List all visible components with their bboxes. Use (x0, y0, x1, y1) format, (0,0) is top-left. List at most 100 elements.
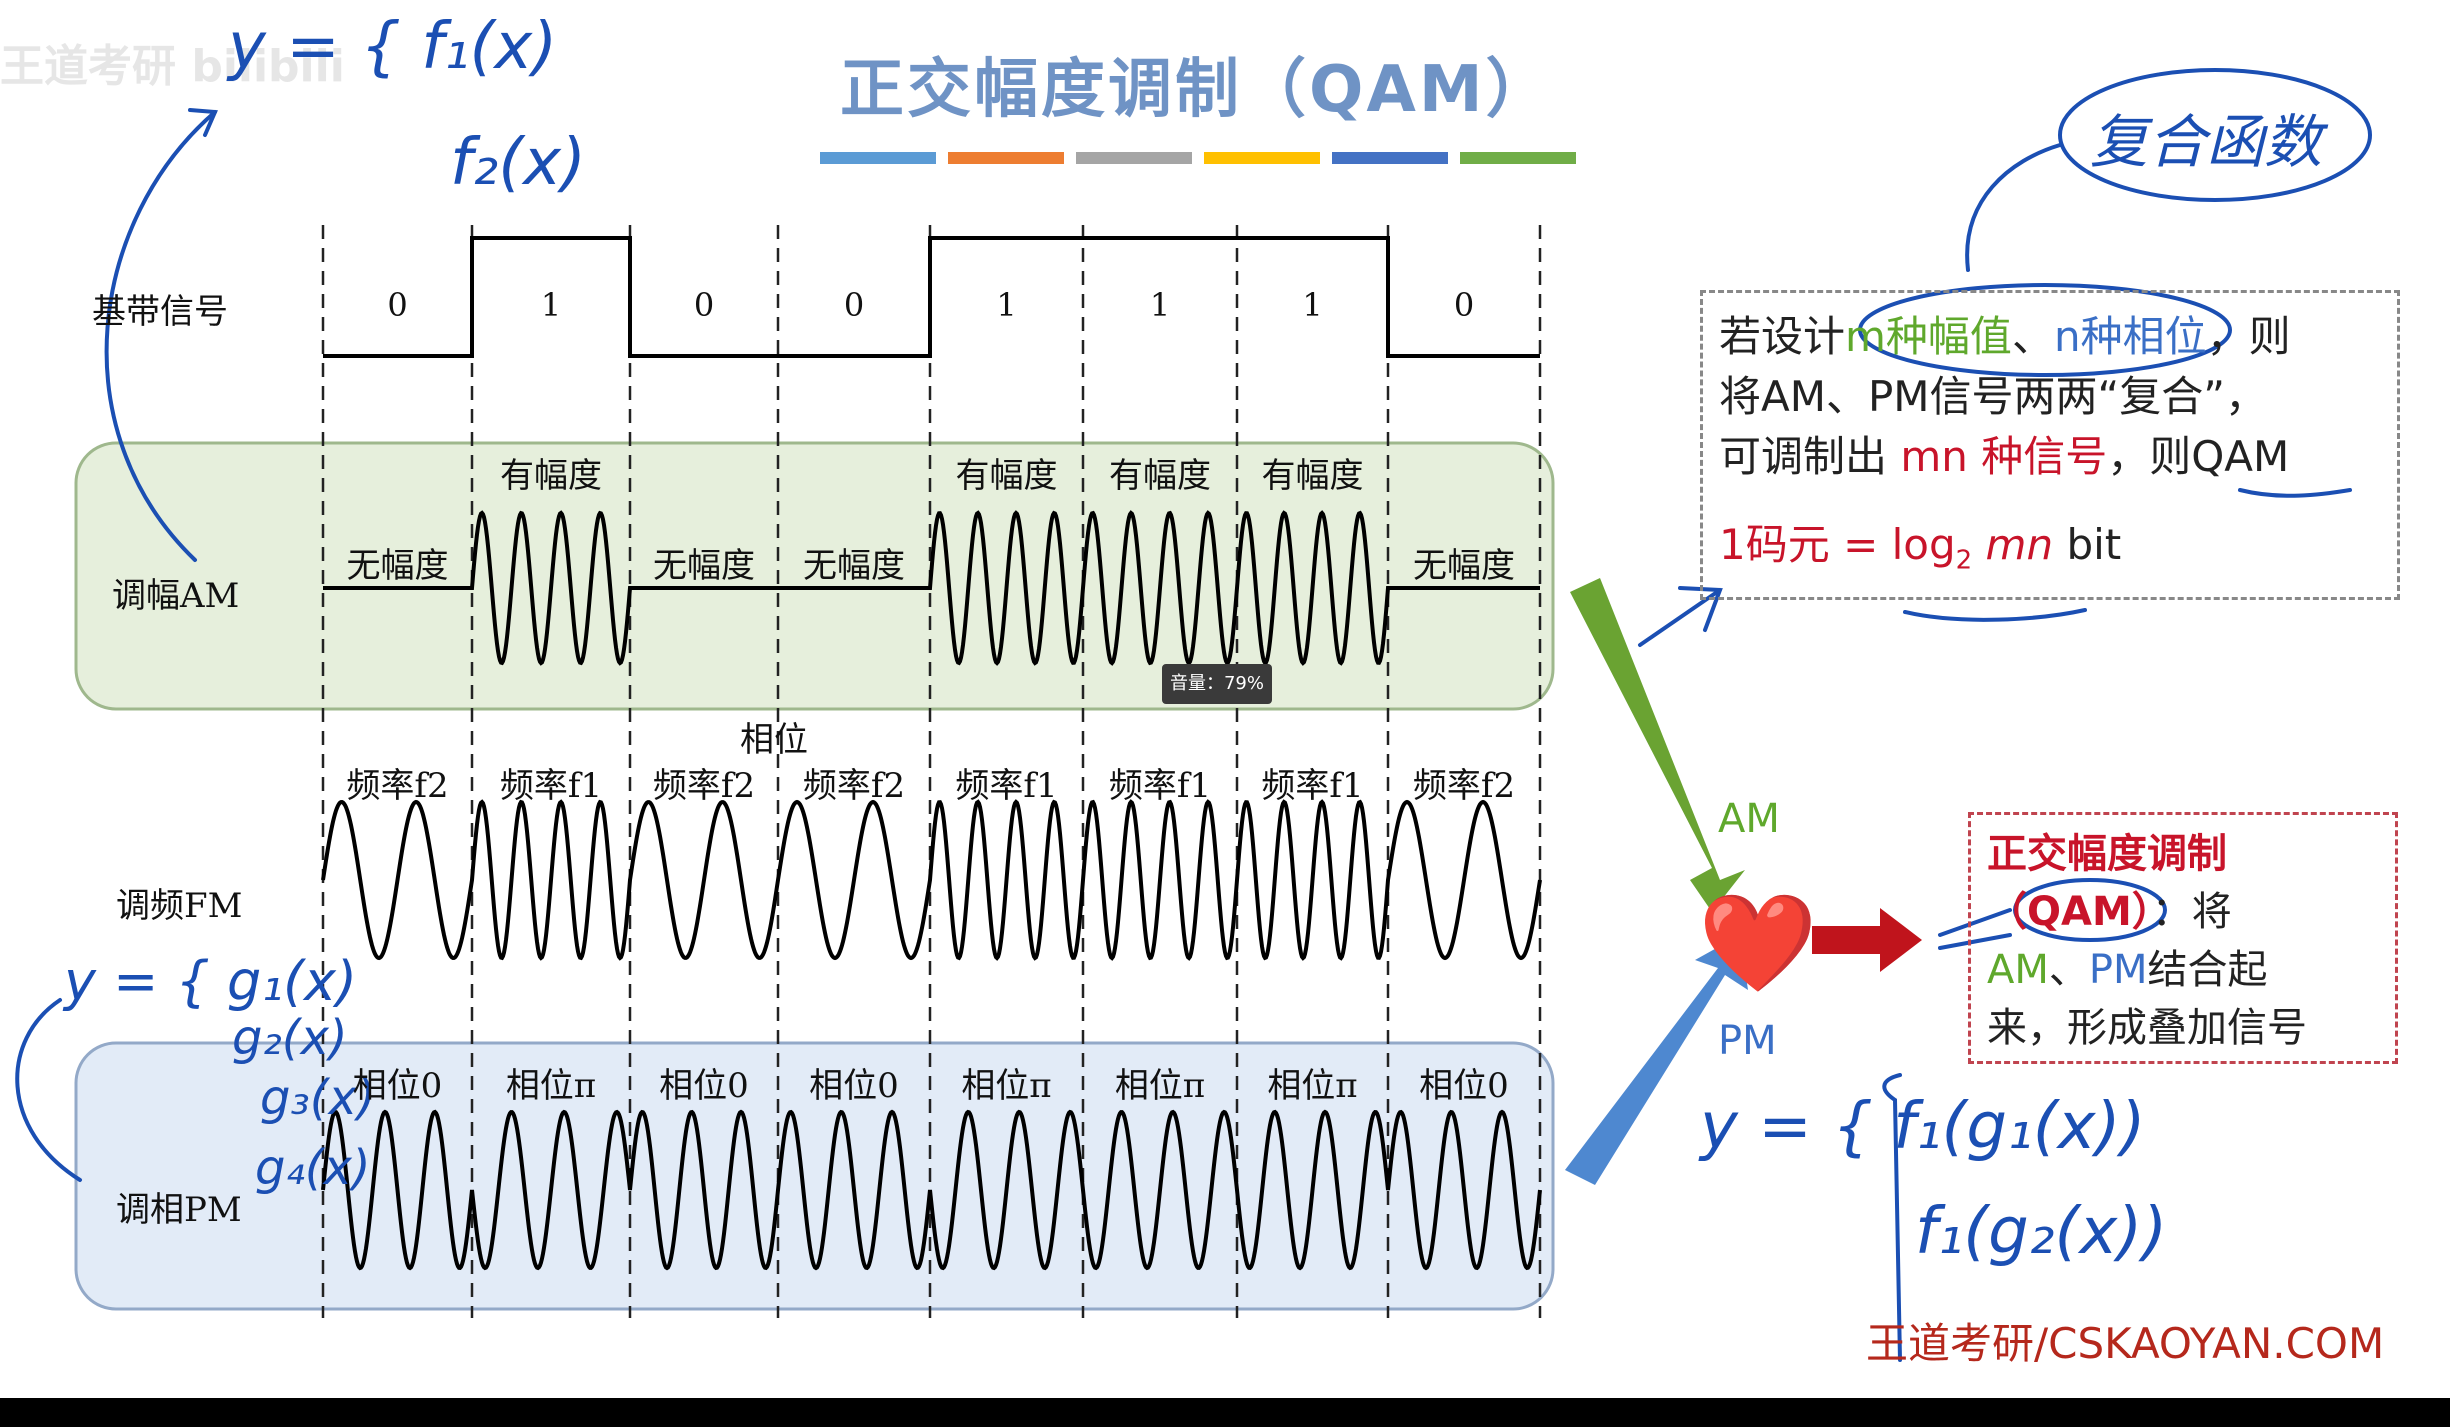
fm-label: 频率f2 (802, 766, 906, 806)
box2-line3: AM、PM结合起 (1987, 941, 2379, 999)
bit-label: 0 (843, 286, 865, 324)
title-bar-1 (820, 152, 936, 164)
qam-explanation-box: 若设计m种幅值、n种相位，则 将AM、PM信号两两“复合”， 可调制出 mn 种… (1700, 290, 2400, 600)
box2-pm: PM (2088, 947, 2148, 993)
formula-base: 2 (1955, 545, 1973, 576)
handwriting-y2b: g₂(x) (232, 1010, 348, 1066)
pm-label: 相位π (961, 1066, 1052, 1106)
formula-mn: mn (1972, 520, 2054, 569)
handwriting-circle-box1 (1858, 283, 2232, 377)
fm-label: 频率f2 (652, 766, 756, 806)
pm-label: 相位π (505, 1066, 597, 1106)
title-bar-4 (1204, 152, 1320, 164)
box1-amplitude-count: m种幅值 (1845, 312, 2012, 361)
pm-label: 相位π (1267, 1066, 1358, 1106)
handwriting-y3: y = { f₁(g₁(x)) (1700, 1090, 2146, 1164)
pm-label: 相位0 (1419, 1066, 1509, 1106)
box1-text: ，则 (2206, 312, 2291, 361)
title-bar-5 (1332, 152, 1448, 164)
fm-signal (321, 799, 1542, 961)
qam-arrow (1812, 908, 1922, 972)
bit-label: 1 (996, 286, 1017, 324)
am-arrow (1570, 578, 1745, 912)
formula-text: 1码元 = (1719, 520, 1892, 569)
phase-heading: 相位 (740, 720, 808, 760)
fm-label: 频率f1 (499, 766, 603, 806)
handwriting-arrowhead (188, 108, 218, 137)
am-label: 有幅度 (955, 456, 1058, 496)
formula-bit: bit (2053, 520, 2122, 569)
bit-label: 0 (1453, 286, 1475, 324)
handwriting-underline-qam (2238, 488, 2352, 498)
volume-tooltip: 音量：79% (1162, 664, 1272, 704)
box2-line4: 来，形成叠加信号 (1987, 1005, 2307, 1051)
box1-formula: 1码元 = log2 mn bit (1719, 515, 2381, 590)
handwriting-y3b: f₁(g₂(x)) (1915, 1195, 2168, 1269)
box2-text: 、 (2048, 947, 2089, 993)
box1-text: 若设计 (1719, 312, 1846, 361)
handwriting-y1: y = { f₁(x) (228, 10, 558, 84)
bit-label: 0 (693, 286, 715, 324)
handwriting-y2d: g₄(x) (255, 1140, 371, 1196)
handwriting-arrow-left (104, 110, 217, 562)
am-label: 有幅度 (1109, 456, 1211, 496)
row-label-fm: 调频FM (116, 886, 243, 926)
page-title: 正交幅度调制（QAM） (840, 53, 1553, 127)
title-bar-3 (1076, 152, 1192, 164)
handwriting-y1b: f₂(x) (450, 126, 586, 200)
bit-boundaries (321, 225, 1542, 1318)
title-bar-6 (1460, 152, 1576, 164)
handwriting-bracket-bottom (1882, 1073, 1902, 1362)
pm-arrow (1565, 935, 1748, 1185)
am-label: 无幅度 (803, 546, 905, 586)
box2-line2: （QAM）：将 (1987, 883, 2379, 941)
site-watermark: 王道考研/CSKAOYAN.COM (1866, 1319, 2385, 1368)
handwriting-composite-function: 复合函数 (2090, 108, 2323, 176)
am-label: 有幅度 (1261, 456, 1364, 496)
row-label-am: 调幅AM (112, 576, 240, 616)
handwriting (15, 68, 2372, 1362)
fm-label: 频率f1 (1261, 766, 1364, 806)
handwriting-circle-qam (2013, 878, 2167, 942)
handwriting-arrow-box2 (1938, 908, 2012, 950)
title-bar-2 (948, 152, 1064, 164)
box1-text: ，则QAM (2107, 432, 2290, 481)
am-label: 无幅度 (653, 546, 755, 586)
handwriting-line-top (1965, 143, 2062, 272)
qam-definition-box: 正交幅度调制 （QAM）：将 AM、PM结合起 来，形成叠加信号 (1968, 812, 2398, 1064)
am-label: 有幅度 (500, 456, 602, 496)
bit-label: 0 (387, 286, 408, 324)
bit-label: 1 (1149, 286, 1171, 324)
bit-label: 1 (540, 286, 562, 324)
fm-label: 频率f2 (346, 766, 449, 806)
baseband-signal (323, 236, 1540, 358)
handwriting-arrow-pm (15, 998, 82, 1182)
row-label-baseband: 基带信号 (92, 292, 228, 332)
fm-label: 频率f2 (1412, 766, 1516, 806)
am-arrow-label: AM (1718, 796, 1780, 842)
pm-signal (321, 1109, 1542, 1271)
pm-label: 相位π (1114, 1066, 1206, 1106)
pm-label: 相位0 (809, 1066, 899, 1106)
box2-am: AM (1987, 947, 2049, 993)
am-signal (323, 510, 1540, 666)
box1-signal-count: mn 种信号 (1900, 432, 2108, 481)
bilibili-logo: 王道考研 bilibili (0, 41, 345, 92)
box2-text: 结合起 (2147, 947, 2268, 993)
box1-line2: 将AM、PM信号两两“复合”， (1719, 372, 2268, 421)
formula-log: log (1891, 520, 1956, 569)
handwriting-y2c: g₃(x) (260, 1070, 376, 1126)
box1-line1: 若设计m种幅值、n种相位，则 (1719, 307, 2381, 367)
box1-text: 、 (2011, 312, 2054, 361)
box2-title: 正交幅度调制 (1987, 831, 2227, 877)
box1-text: 可调制出 (1719, 432, 1901, 481)
handwriting-underline-log (1903, 608, 2087, 622)
box2-qam: （QAM） (1987, 889, 2152, 935)
box1-line3: 可调制出 mn 种信号，则QAM (1719, 427, 2381, 487)
am-label: 无幅度 (1413, 546, 1515, 586)
bit-label: 1 (1302, 286, 1323, 324)
fm-label: 频率f1 (1108, 766, 1212, 806)
heart-icon: ❤️ (1698, 887, 1818, 999)
fm-label: 频率f1 (955, 766, 1058, 806)
video-bottom-bar (0, 1398, 2450, 1427)
